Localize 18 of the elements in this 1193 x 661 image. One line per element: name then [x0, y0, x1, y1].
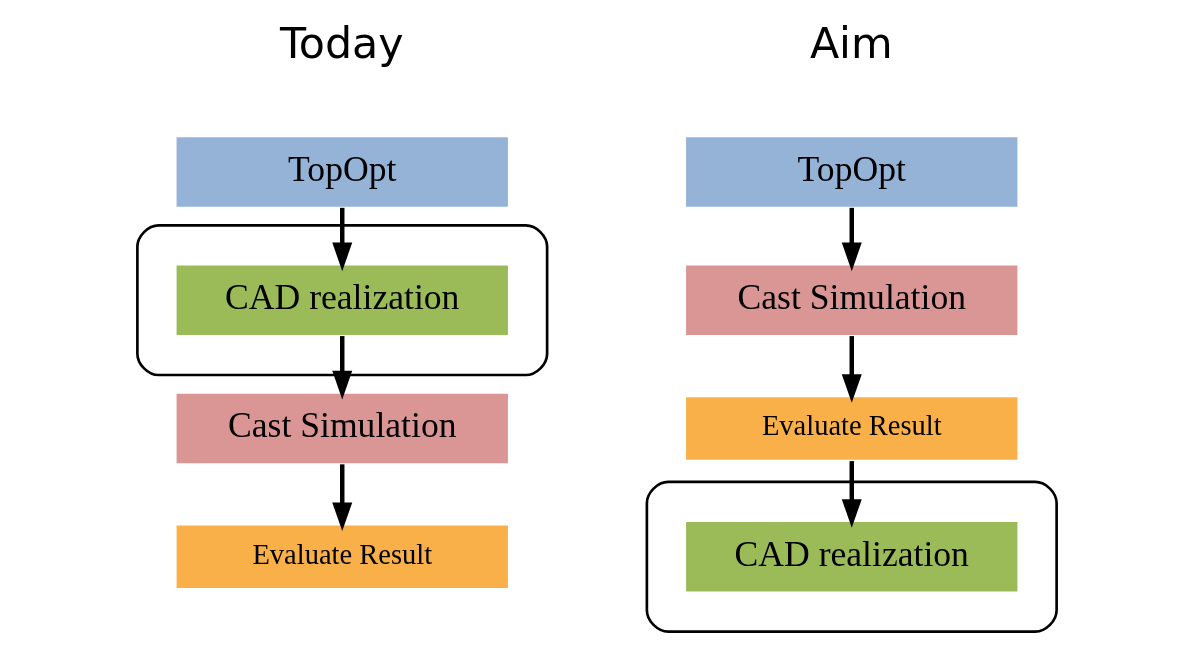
- node-box: Cast Simulation: [174, 391, 510, 465]
- node-box: Evaluate Result: [683, 395, 1019, 462]
- node-box: TopOpt: [683, 135, 1019, 209]
- arrow: [331, 336, 352, 400]
- arrow: [841, 461, 862, 528]
- arrow: [841, 207, 862, 272]
- node-box: TopOpt: [174, 135, 510, 209]
- node-box: Cast Simulation: [683, 263, 1019, 337]
- node-box: Evaluate Result: [174, 523, 510, 590]
- arrow: [331, 207, 352, 272]
- arrow: [331, 464, 352, 532]
- arrow: [841, 336, 862, 403]
- cluster: [135, 224, 548, 377]
- label: Today: [279, 18, 404, 69]
- cluster: [645, 480, 1058, 633]
- node-box: CAD realization: [174, 263, 510, 337]
- label: Aim: [809, 18, 893, 69]
- node-box: CAD realization: [683, 520, 1019, 594]
